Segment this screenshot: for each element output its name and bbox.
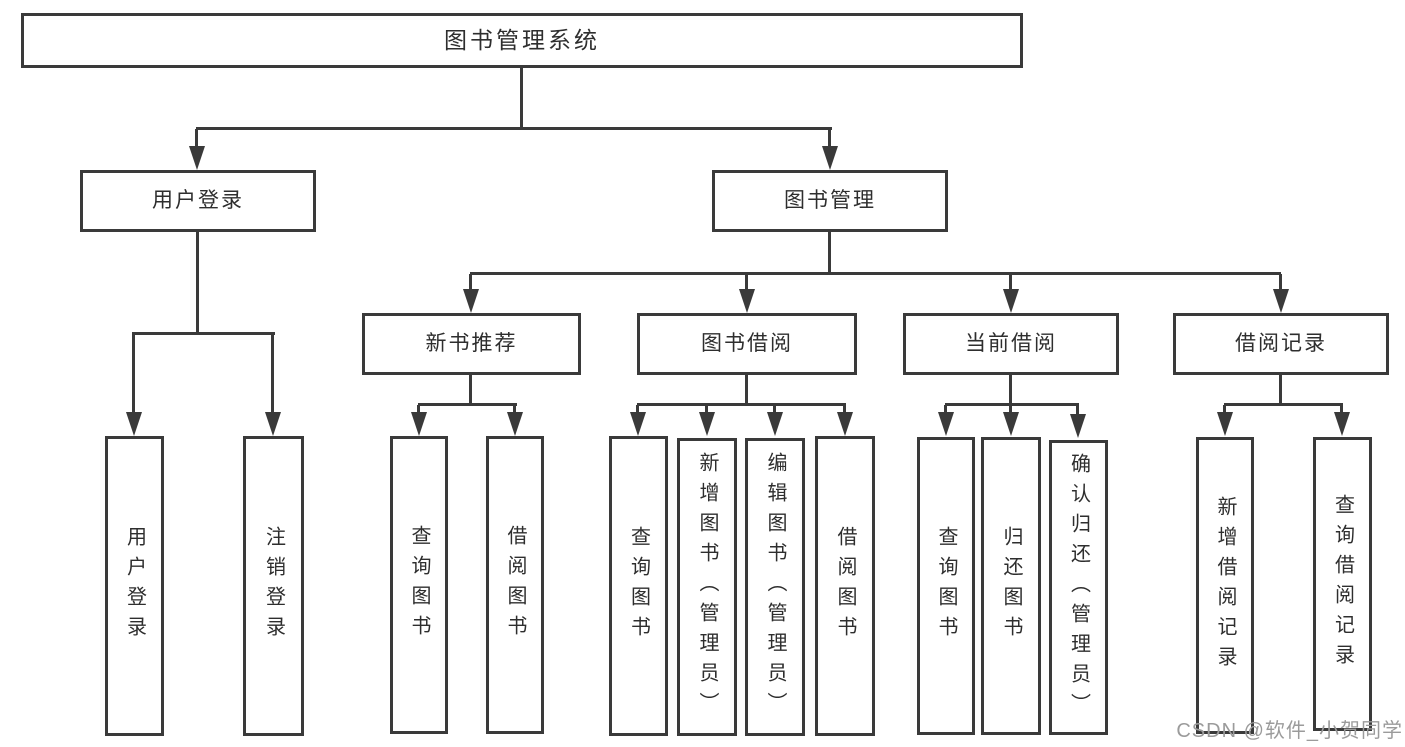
node-current-borrow: 当前借阅 bbox=[903, 313, 1119, 375]
connector-line bbox=[745, 375, 748, 405]
connector-line bbox=[745, 274, 748, 291]
connector-line bbox=[1009, 405, 1012, 414]
arrow-down-icon bbox=[1217, 412, 1233, 436]
leaf-records-add-record: 新增借阅记录 bbox=[1196, 437, 1254, 734]
connector-line bbox=[520, 68, 523, 128]
connector-line bbox=[132, 332, 275, 335]
connector-line bbox=[513, 405, 516, 414]
node-borrow-records: 借阅记录 bbox=[1173, 313, 1389, 375]
leaf-recommend-query-books: 查询图书 bbox=[390, 436, 448, 734]
connector-line bbox=[1223, 405, 1226, 414]
connector-line bbox=[196, 232, 199, 334]
connector-line bbox=[637, 403, 846, 406]
arrow-down-icon bbox=[699, 412, 715, 436]
arrow-down-icon bbox=[1273, 289, 1289, 313]
arrow-down-icon bbox=[938, 412, 954, 436]
connector-line bbox=[132, 334, 135, 412]
connector-line bbox=[417, 405, 420, 414]
connector-line bbox=[271, 334, 274, 412]
leaf-borrow-add-books-admin: 新增图书（管理员） bbox=[677, 438, 737, 736]
arrow-down-icon bbox=[265, 412, 281, 436]
connector-line bbox=[1009, 274, 1012, 291]
connector-line bbox=[945, 403, 1079, 406]
connector-line bbox=[469, 274, 472, 291]
arrow-down-icon bbox=[767, 412, 783, 436]
leaf-borrow-query-books: 查询图书 bbox=[609, 436, 668, 736]
leaf-current-return-books: 归还图书 bbox=[981, 437, 1041, 735]
leaf-logout: 注销登录 bbox=[243, 436, 304, 736]
leaf-current-query-books: 查询图书 bbox=[917, 437, 975, 735]
arrow-down-icon bbox=[189, 146, 205, 170]
arrow-down-icon bbox=[822, 146, 838, 170]
node-user-login: 用户登录 bbox=[80, 170, 316, 232]
arrow-down-icon bbox=[411, 412, 427, 436]
connector-line bbox=[944, 405, 947, 414]
connector-line bbox=[469, 375, 472, 405]
connector-line bbox=[1340, 405, 1343, 414]
node-new-book-recommend: 新书推荐 bbox=[362, 313, 581, 375]
node-book-borrow: 图书借阅 bbox=[637, 313, 857, 375]
connector-line bbox=[1279, 274, 1282, 291]
arrow-down-icon bbox=[1003, 412, 1019, 436]
connector-line bbox=[470, 272, 1281, 275]
connector-line bbox=[828, 232, 831, 274]
arrow-down-icon bbox=[1334, 412, 1350, 436]
connector-line bbox=[196, 127, 832, 130]
node-book-management: 图书管理 bbox=[712, 170, 948, 232]
leaf-records-query-record: 查询借阅记录 bbox=[1313, 437, 1372, 731]
connector-line bbox=[773, 405, 776, 414]
connector-line bbox=[828, 129, 831, 149]
arrow-down-icon bbox=[739, 289, 755, 313]
connector-line bbox=[1009, 375, 1012, 405]
arrow-down-icon bbox=[837, 412, 853, 436]
leaf-borrow-edit-books-admin: 编辑图书（管理员） bbox=[745, 438, 805, 736]
arrow-down-icon bbox=[463, 289, 479, 313]
leaf-recommend-borrow-books: 借阅图书 bbox=[486, 436, 544, 734]
leaf-current-confirm-return-admin: 确认归还（管理员） bbox=[1049, 440, 1108, 735]
connector-line bbox=[418, 403, 517, 406]
arrow-down-icon bbox=[1070, 414, 1086, 438]
connector-line bbox=[636, 405, 639, 414]
connector-line bbox=[843, 405, 846, 414]
arrow-down-icon bbox=[630, 412, 646, 436]
arrow-down-icon bbox=[507, 412, 523, 436]
connector-line bbox=[195, 129, 198, 149]
connector-line bbox=[1279, 375, 1282, 405]
watermark: CSDN @软件_小贺同学 bbox=[1176, 720, 1403, 742]
node-root-system: 图书管理系统 bbox=[21, 13, 1023, 68]
leaf-user-login: 用户登录 bbox=[105, 436, 164, 736]
arrow-down-icon bbox=[1003, 289, 1019, 313]
leaf-borrow-borrow-books: 借阅图书 bbox=[815, 436, 875, 736]
connector-line bbox=[1224, 403, 1343, 406]
arrow-down-icon bbox=[126, 412, 142, 436]
connector-line bbox=[1076, 405, 1079, 416]
connector-line bbox=[705, 405, 708, 414]
